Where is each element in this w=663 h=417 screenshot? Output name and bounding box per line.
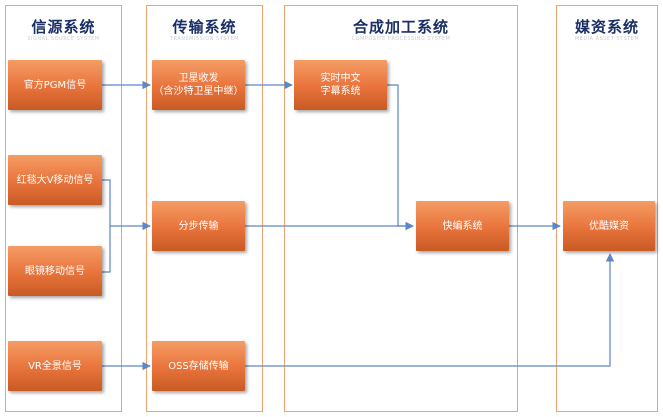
node-pgm-signal-label: 官方PGM信号 [23, 79, 87, 91]
node-oss-transmission: OSS存储传输 [152, 341, 245, 391]
transmission-column-title: 传输系统 [172, 18, 237, 36]
media-column-subtitle: MEDIA ASSET SYSTEM [574, 36, 640, 42]
node-red-carpet-signal: 红毯大V移动信号 [8, 155, 102, 205]
node-satellite: 卫星收发 （含沙特卫星中继） [152, 60, 245, 110]
node-quick-edit-label: 快编系统 [442, 220, 483, 232]
node-subtitle-system-label: 实时中文 字幕系统 [320, 73, 361, 97]
node-youku-media: 优酷媒资 [563, 201, 655, 251]
node-vr-signal: VR全景信号 [8, 341, 102, 391]
node-glasses-signal: 眼镜移动信号 [8, 246, 102, 296]
node-red-carpet-signal-label: 红毯大V移动信号 [16, 174, 94, 186]
composite-column-title: 合成加工系统 [352, 18, 449, 36]
source-column-title: 信源系统 [31, 18, 96, 36]
node-stepwise-transmission: 分步传输 [152, 201, 245, 251]
node-pgm-signal: 官方PGM信号 [8, 60, 102, 110]
node-glasses-signal-label: 眼镜移动信号 [25, 265, 85, 277]
node-youku-media-label: 优酷媒资 [589, 220, 629, 232]
source-column-subtitle: SIGNAL SOURCE SYSTEM [27, 36, 100, 42]
node-stepwise-transmission-label: 分步传输 [178, 220, 219, 232]
transmission-column-subtitle: TRANSMISSION SYSTEM [170, 36, 239, 42]
node-quick-edit: 快编系统 [416, 201, 509, 251]
composite-column-subtitle: COMPOSITE PROCESSING SYSTEM [351, 36, 451, 42]
node-vr-signal-label: VR全景信号 [28, 360, 82, 372]
media-column-title: 媒资系统 [574, 18, 639, 36]
node-satellite-label: 卫星收发 （含沙特卫星中继） [153, 73, 244, 97]
node-oss-transmission-label: OSS存储传输 [168, 360, 229, 372]
node-subtitle-system: 实时中文 字幕系统 [294, 60, 387, 110]
